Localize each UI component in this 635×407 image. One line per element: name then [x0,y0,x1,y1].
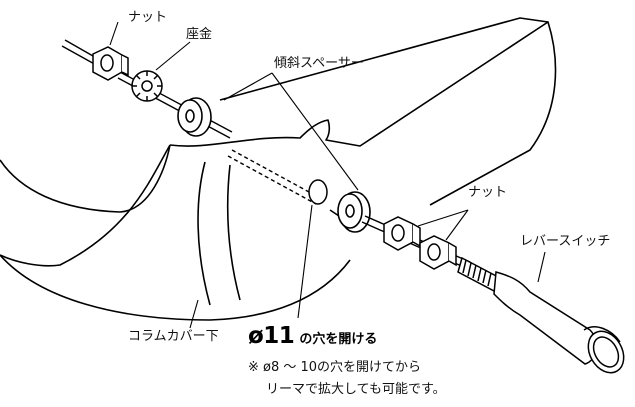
label-nut-top: ナット [128,10,168,25]
tilt-spacer-top [177,97,212,137]
hole-note-line1: ※ ø8 ～ 10の穴を開けてから [248,360,422,375]
nut-right-2 [419,235,457,270]
label-lever-switch: レバースイッチ [520,234,611,249]
column-cover-body [0,17,557,321]
toothed-washer [131,70,163,102]
label-washer: 座金 [186,27,213,42]
tilt-spacer-lower [337,191,371,233]
hole-instruction-text: の穴を開ける [299,332,378,347]
label-tilt-spacer: 傾斜スペーサー [274,56,364,71]
nut-right-1 [383,216,421,251]
leader-lines [109,21,546,329]
nut-top-left [92,46,129,81]
hole-instruction: ø11 の穴を開ける [248,325,377,348]
label-column-cover: コラムカバー下 [128,329,219,344]
label-nut-right: ナット [468,185,508,200]
hole-size: ø11 [248,323,295,349]
hole-note-line2: リーマで拡大しても可能です。 [266,382,446,397]
hole [308,179,328,205]
lever-switch [457,256,625,374]
